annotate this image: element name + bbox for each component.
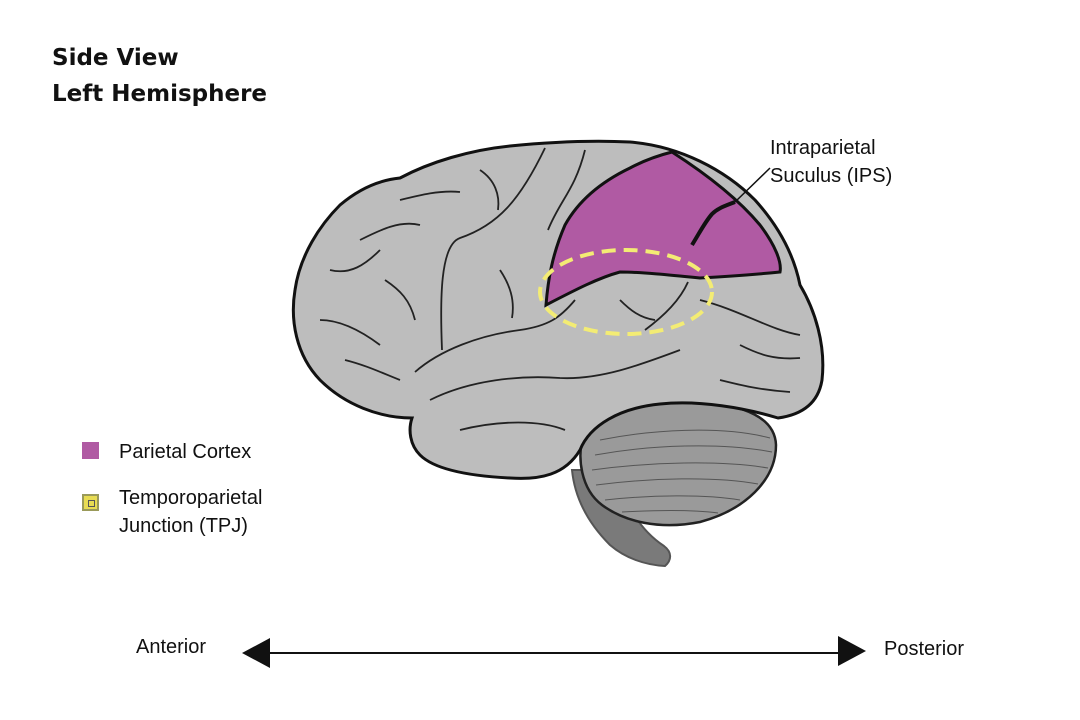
legend-label-tpj: Temporoparietal Junction (TPJ) [119,484,262,540]
axis-label-posterior: Posterior [884,638,965,660]
axis-label-anterior: Anterior [136,636,207,658]
parietal-cortex-region [544,150,782,308]
ips-label-line-1: Intraparietal [770,137,876,159]
ips-pointer-line [734,167,771,203]
title-line-2: Left Hemisphere [52,81,268,107]
tpj-region [538,248,714,336]
legend-item-tpj: Temporoparietal Junction (TPJ) [82,484,262,540]
cerebellum-folia [591,429,773,514]
legend-label-tpj-line-1: Temporoparietal [119,487,263,509]
legend-item-parietal: Parietal Cortex [82,438,262,466]
tpj-swatch-icon [82,494,99,511]
anterior-posterior-arrow [242,636,866,668]
parietal-swatch-icon [82,442,99,459]
legend: Parietal Cortex Temporoparietal Junction… [82,438,262,558]
ips-label-line-2: Suculus (IPS) [770,165,893,187]
ips-sulcus [690,200,736,247]
title-line-1: Side View [52,45,179,71]
cerebrum-sulci [319,147,801,431]
arrow-left-head [242,638,270,668]
legend-label-tpj-line-2: Junction (TPJ) [119,515,248,537]
diagram-title: Side View Left Hemisphere [52,40,267,112]
ips-annotation: Intraparietal Suculus (IPS) [770,134,892,190]
legend-label-parietal: Parietal Cortex [119,441,252,463]
arrow-right-head [838,636,866,666]
